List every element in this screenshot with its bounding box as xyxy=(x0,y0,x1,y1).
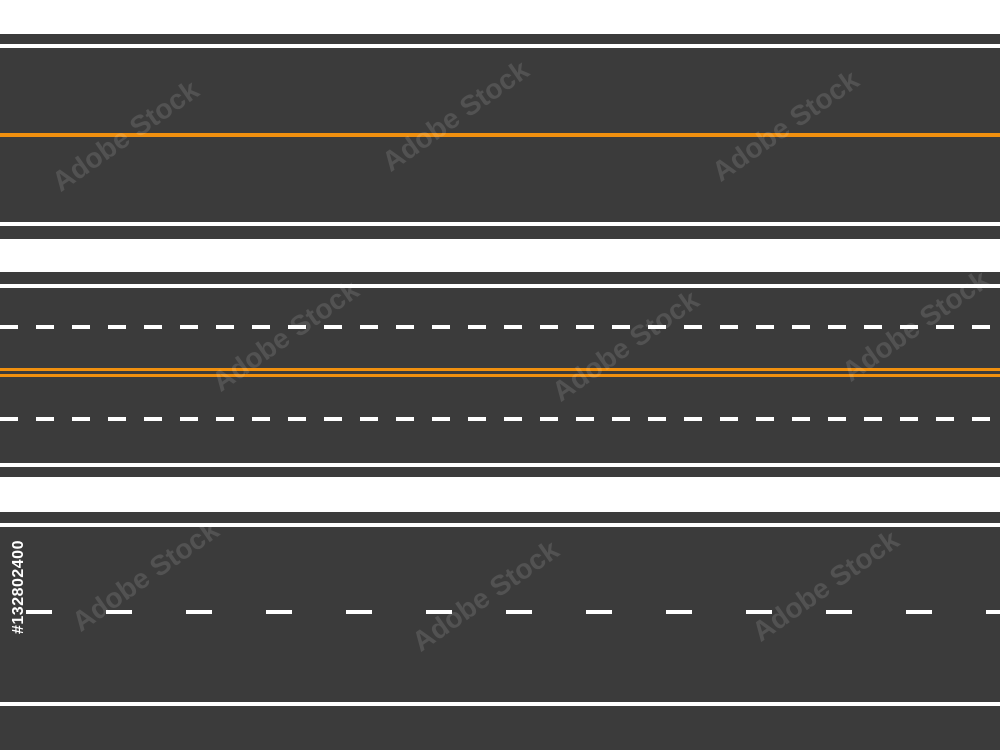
lane-divider-dashed-lower xyxy=(0,417,1000,421)
lane-divider-dashed-upper xyxy=(0,325,1000,329)
road-two-lane-dashed-center xyxy=(0,512,1000,750)
road-edge-line-bottom xyxy=(0,702,1000,706)
double-yellow-line-lower xyxy=(0,374,1000,377)
road-edge-line-top xyxy=(0,284,1000,288)
double-yellow-line-upper xyxy=(0,368,1000,371)
yellow-center-line xyxy=(0,133,1000,137)
road-four-lane-double-yellow xyxy=(0,272,1000,477)
road-edge-line-top xyxy=(0,44,1000,48)
road-edge-line-bottom xyxy=(0,463,1000,467)
road-edge-line-top xyxy=(0,523,1000,527)
road-edge-line-bottom xyxy=(0,222,1000,226)
center-line-dashed xyxy=(0,610,1000,614)
road-two-lane-yellow-center xyxy=(0,34,1000,239)
stock-id-watermark: #132802400 xyxy=(10,540,27,634)
